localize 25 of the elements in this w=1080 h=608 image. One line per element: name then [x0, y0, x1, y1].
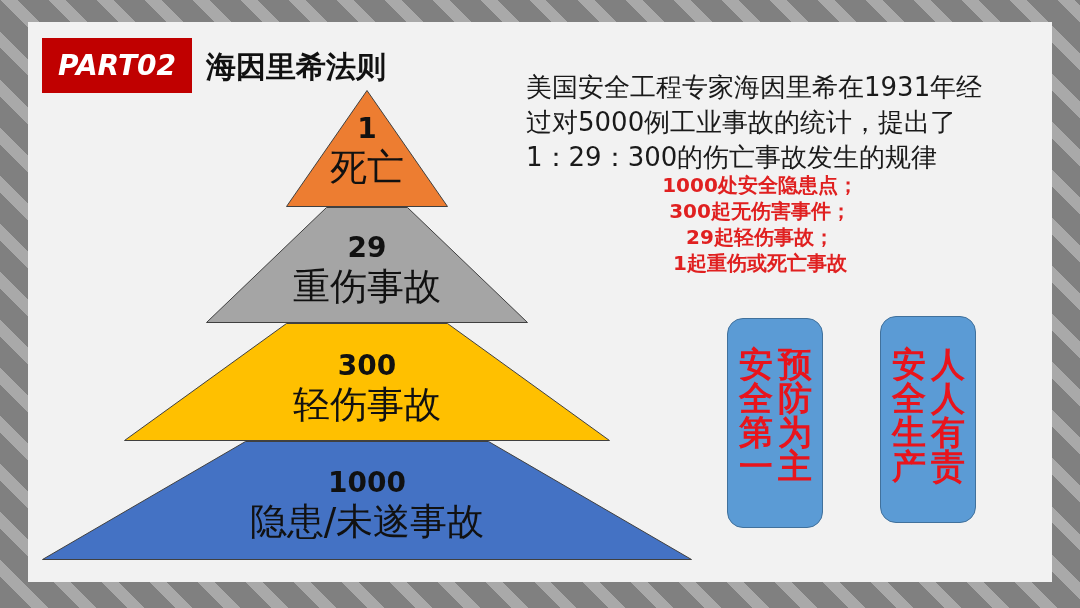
tier-label: 重伤事故 — [293, 265, 441, 309]
slogan-text: 安全生产 — [890, 347, 927, 483]
tier-label: 死亡 — [330, 146, 404, 190]
description-text: 美国安全工程专家海因里希在1931年经过对5000例工业事故的统计，提出了1：29：300的伤亡事故发生的规律 — [526, 71, 984, 174]
tier-count: 29 — [347, 231, 387, 265]
tier-label: 隐患/未遂事故 — [249, 500, 485, 544]
note-line: 29起轻伤事故； — [685, 224, 835, 250]
pyramid-tier — [206, 207, 528, 323]
note-line: 1000处安全隐患点； — [661, 172, 859, 198]
slogan-text: 预防为主 — [776, 347, 813, 483]
tier-count: 1 — [357, 112, 377, 146]
tier-count: 300 — [337, 349, 397, 383]
slide-title: 海因里希法则 — [206, 48, 386, 86]
slogan-text: 安全第一 — [737, 347, 774, 483]
tier-label: 轻伤事故 — [293, 383, 441, 427]
tier-count: 1000 — [328, 466, 406, 500]
pyramid-tier — [42, 441, 692, 560]
slogan-panel — [727, 318, 823, 528]
section-tag: PART02 — [42, 38, 192, 93]
pyramid-tier — [124, 323, 610, 441]
note-line: 1起重伤或死亡事故 — [672, 250, 848, 276]
slogan-panel — [880, 316, 976, 523]
pyramid-tier — [286, 90, 448, 207]
note-line: 300起无伤害事件； — [668, 198, 852, 224]
slogan-text: 人人有责 — [929, 347, 966, 483]
